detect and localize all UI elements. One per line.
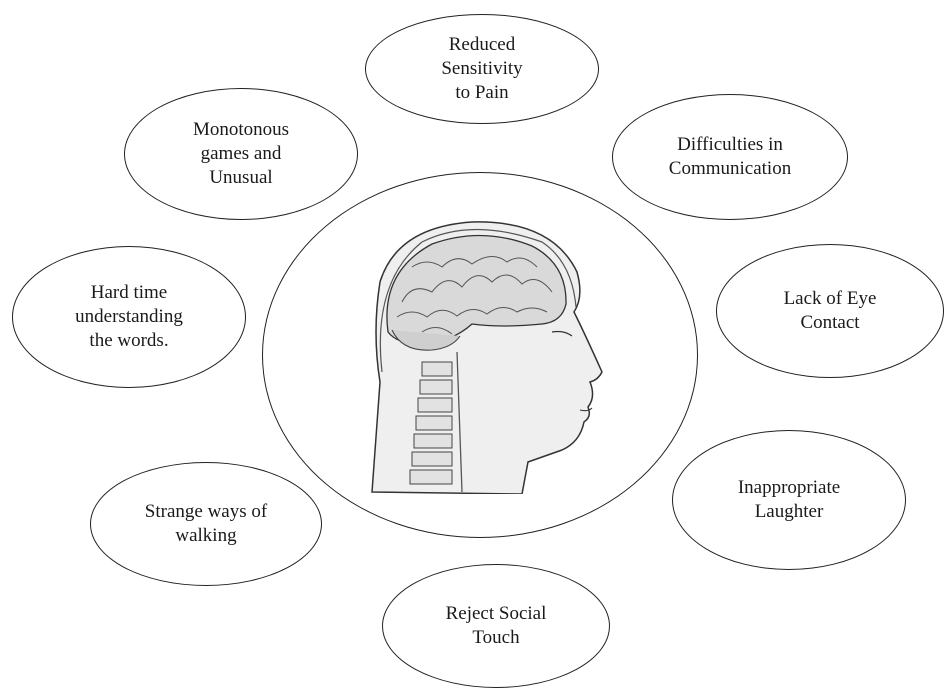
node-monotonous-games: Monotonous games and Unusual bbox=[124, 88, 358, 220]
node-strange-walking: Strange ways of walking bbox=[90, 462, 322, 586]
head-brain-illustration bbox=[352, 212, 610, 494]
node-label: Lack of Eye Contact bbox=[784, 287, 877, 335]
node-difficulties-communication: Difficulties in Communication bbox=[612, 94, 848, 220]
node-reject-social-touch: Reject Social Touch bbox=[382, 564, 610, 688]
node-label: Strange ways of walking bbox=[145, 500, 267, 548]
node-lack-eye-contact: Lack of Eye Contact bbox=[716, 244, 944, 378]
node-label: Difficulties in Communication bbox=[669, 133, 791, 181]
node-reduced-sensitivity: Reduced Sensitivity to Pain bbox=[365, 14, 599, 124]
node-label: Monotonous games and Unusual bbox=[193, 118, 289, 190]
node-label: Reject Social Touch bbox=[446, 602, 547, 650]
node-label: Reduced Sensitivity to Pain bbox=[441, 33, 522, 105]
node-inappropriate-laughter: Inappropriate Laughter bbox=[672, 430, 906, 570]
node-label: Hard time understanding the words. bbox=[75, 281, 183, 353]
node-label: Inappropriate Laughter bbox=[738, 476, 840, 524]
node-hard-time-words: Hard time understanding the words. bbox=[12, 246, 246, 388]
